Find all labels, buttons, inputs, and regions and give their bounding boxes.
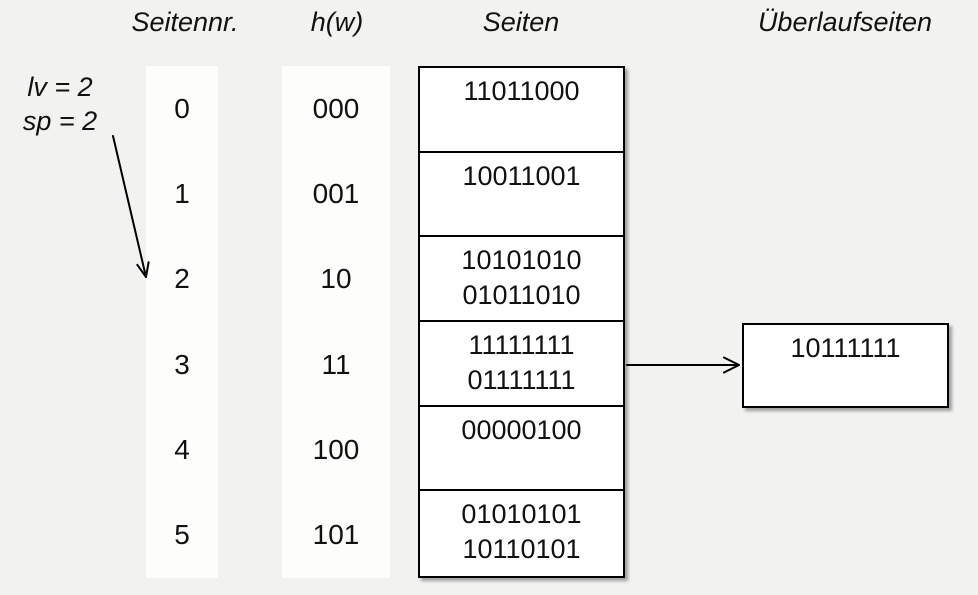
page-cell-1: 10011001	[420, 153, 623, 238]
record-value: 11111111	[468, 329, 575, 360]
column-header-hash-function: h(w)	[310, 7, 364, 37]
pages-table: 11011000 10011001 10101010 01011010 1111…	[418, 66, 625, 578]
hash-value: 10	[320, 263, 352, 295]
hash-value: 000	[312, 92, 360, 124]
split-pointer-label: sp = 2	[22, 106, 98, 136]
record-value: 10110101	[462, 534, 581, 565]
page-number-column: 0 1 2 3 4 5	[146, 66, 218, 578]
column-header-seiten: Seiten	[482, 7, 560, 37]
page-number: 3	[174, 348, 190, 380]
hash-value: 100	[312, 433, 360, 465]
record-value: 10101010	[461, 245, 582, 276]
record-value: 01011010	[462, 280, 581, 311]
record-value: 10111111	[790, 333, 901, 363]
level-label: lv = 2	[27, 72, 93, 102]
record-value: 01111111	[467, 364, 576, 395]
record-value: 10011001	[462, 160, 581, 191]
hash-value: 101	[312, 519, 360, 551]
column-header-seitennr: Seitennr.	[131, 7, 239, 37]
record-value: 11011000	[463, 76, 580, 106]
record-value: 00000100	[461, 414, 582, 445]
page-cell-5: 01010101 10110101	[420, 491, 623, 576]
hash-state-annotation: lv = 2 sp = 2	[10, 70, 110, 138]
page-number: 5	[174, 519, 190, 551]
page-number: 2	[174, 263, 190, 295]
page-number: 4	[174, 433, 190, 465]
record-value: 01010101	[461, 499, 582, 530]
hash-value: 001	[312, 177, 360, 209]
page-number: 1	[174, 177, 190, 209]
page-cell-3: 11111111 01111111	[420, 322, 623, 407]
page-cell-0: 11011000	[420, 68, 623, 153]
page-number: 0	[174, 92, 190, 124]
hash-value-column: 000 001 10 11 100 101	[282, 66, 390, 578]
overflow-page-box: 10111111	[742, 323, 949, 408]
overflow-link-arrow	[626, 356, 740, 374]
page-cell-4: 00000100	[420, 407, 623, 492]
hash-value: 11	[321, 348, 351, 380]
split-pointer-arrow	[112, 135, 150, 278]
column-header-ueberlaufseiten: Überlaufseiten	[757, 7, 933, 37]
page-cell-2: 10101010 01011010	[420, 237, 623, 322]
